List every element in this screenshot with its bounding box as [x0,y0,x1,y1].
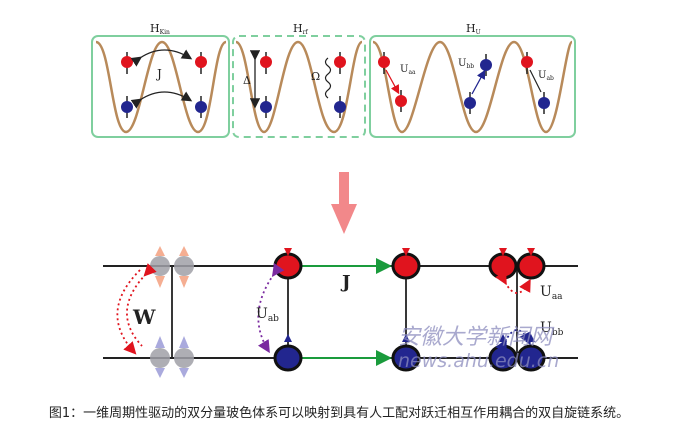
figure-caption: 图1：一维周期性驱动的双分量玻色体系可以映射到具有人工配对跃迁相互作用耦合的双自… [48,406,630,421]
atom-red [121,52,133,74]
u-aa-label-top: Uaa [400,64,416,76]
mapping-arrow [331,172,357,234]
spin-down-blue [391,334,421,372]
well-curve-u [372,40,574,134]
atom-red [378,52,390,74]
delta-label: Δ [243,74,251,87]
h-u-title: HU [466,22,481,36]
atom-red [521,52,533,74]
well-curve-kin [95,40,227,134]
spin-up-red [391,248,421,280]
omega-label: Ω [311,70,320,83]
u-bb-label-top: Ubb [458,58,474,70]
atom-red [195,52,207,74]
atom-red [260,52,272,74]
hopping-arrow-blue [130,91,193,109]
atom-blue [480,54,492,76]
h-rf-title: Hrf [293,22,308,36]
u-ab-label-top: Uab [538,70,554,82]
u-bb-dotted-arrow [495,329,531,353]
hopping-arrow-red [130,49,193,67]
kinetic-box [91,35,230,138]
bottom-panel: J W Uab [103,246,578,378]
atom-blue [121,96,133,118]
spin-up-red [273,248,303,280]
rf-box [232,35,366,138]
ghost-atom-bottom [150,336,194,378]
watermark-site-name: 安徽大学新闻网 [398,325,553,350]
u-ab-label-bottom: Uab [256,306,279,324]
spin-up-red [516,248,546,280]
w-label: W [132,305,156,329]
ghost-atom-top [150,246,194,288]
h-kin-title: HKin [150,22,170,36]
u-ab-arrow-top [529,69,542,93]
atom-blue [464,92,476,114]
spin-down-blue [273,334,303,372]
rf-wave-arrow [324,57,332,99]
atom-red [334,52,346,74]
spin-up-red [488,248,518,280]
u-aa-label-bottom: Uaa [540,284,563,302]
atom-blue [334,96,346,118]
j-label-bottom: J [340,272,351,293]
well-curve-rf [235,40,364,134]
watermark-url: news.ahu.edu.cn [398,350,560,372]
w-dotted-arrow [116,269,141,355]
u-bb-label-bottom: Ubb [540,320,564,338]
u-bb-arrow [471,69,486,95]
top-panel: HKin Hrf HU J Δ Ω Uaa Ubb [91,22,576,138]
u-aa-arrow [385,69,400,95]
atom-blue [260,96,272,118]
atom-blue [195,96,207,118]
u-aa-dotted-arrow [495,271,531,294]
interaction-box [369,35,576,138]
atom-red [395,90,407,112]
atom-blue [538,92,550,114]
watermark: 安徽大学新闻网 news.ahu.edu.cn [398,325,588,373]
j-label-top: J [155,67,162,81]
